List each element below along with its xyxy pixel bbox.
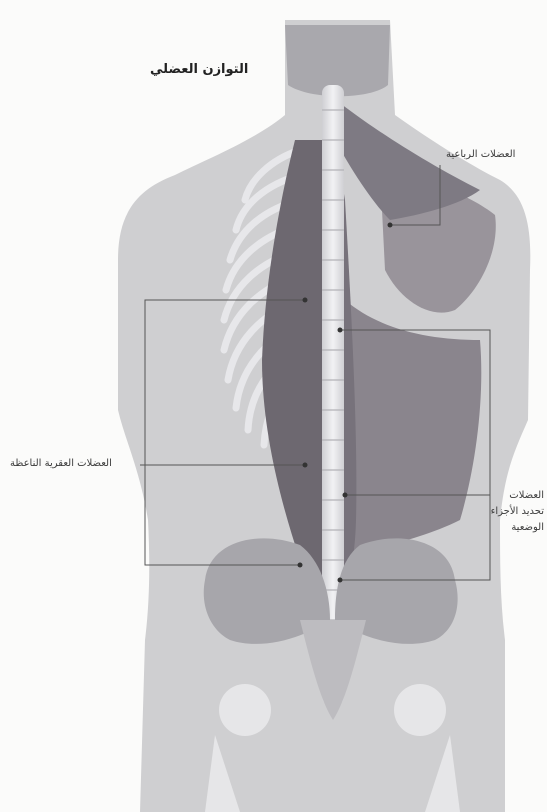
label-left: العضلات العقرية الناعظة — [10, 458, 112, 469]
label-upper-right: العضلات الرباعية — [446, 149, 515, 160]
hip-joint-left — [219, 684, 271, 736]
figure-title: التوازن العضلي — [150, 62, 248, 77]
label-lower-right-line-2: تحديد الأجزاء — [478, 504, 544, 520]
label-lower-right: العضلات تحديد الأجزاء الوضعية — [478, 488, 544, 536]
hip-joint-right — [394, 684, 446, 736]
label-lower-right-line-3: الوضعية — [478, 520, 544, 536]
label-lower-right-line-1: العضلات — [478, 488, 544, 504]
